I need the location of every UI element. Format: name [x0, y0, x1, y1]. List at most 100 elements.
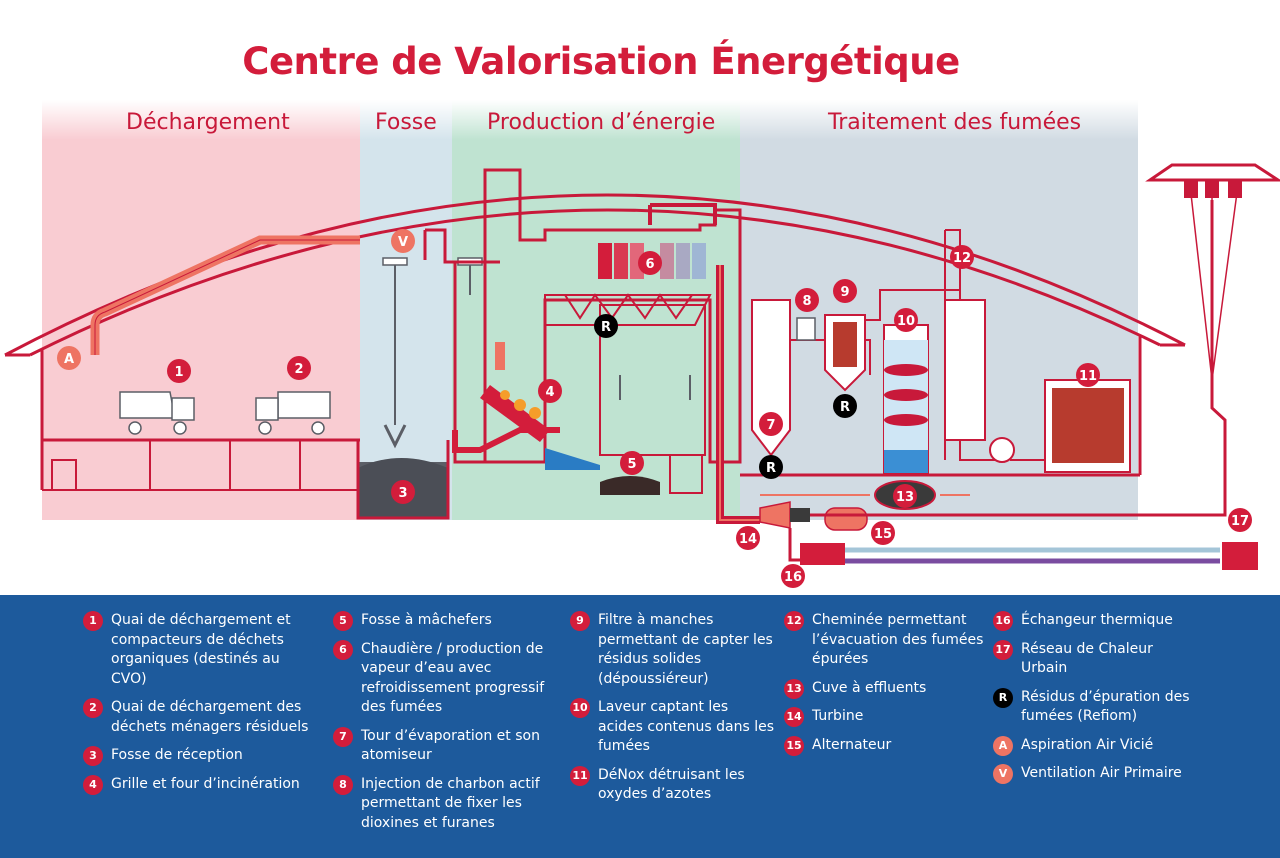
- legend-col-3: 9 Filtre à manches permettant de capter l…: [570, 611, 775, 814]
- legend-badge: 5: [333, 611, 353, 631]
- svg-text:7: 7: [766, 418, 775, 433]
- legend-badge: 11: [570, 765, 590, 786]
- marker-5: 5: [620, 451, 644, 475]
- legend-badge: 15: [784, 735, 804, 756]
- truck-2-icon: [255, 391, 331, 435]
- legend-badge: 7: [333, 726, 353, 747]
- truck-1-icon: [119, 391, 195, 435]
- legend-item: 5 Fosse à mâchefers: [333, 611, 553, 631]
- legend-col-1: 1 Quai de déchargement et compacteurs de …: [83, 611, 315, 803]
- section-fosse: Fosse: [375, 110, 437, 135]
- legend-item: 4 Grille et four d’incinération: [83, 774, 315, 795]
- section-traitement-fumees: Traitement des fumées: [828, 110, 1082, 135]
- legend-col-2: 5 Fosse à mâchefers 6 Chaudière / producti…: [333, 611, 553, 842]
- legend-text: Réseau de Chaleur Urbain: [1021, 640, 1153, 677]
- marker-1: 1: [167, 359, 191, 383]
- section-dechargement: Déchargement: [126, 110, 290, 135]
- svg-text:R: R: [766, 461, 776, 476]
- legend-badge: 6: [333, 639, 353, 660]
- marker-6: 6: [638, 251, 662, 275]
- svg-text:15: 15: [874, 527, 892, 542]
- marker-12: 12: [950, 245, 974, 269]
- evaporation-tower: [751, 299, 791, 457]
- legend-badge: 13: [784, 678, 804, 699]
- svg-text:1: 1: [174, 365, 183, 380]
- legend-item: 13 Cuve à effluents: [784, 678, 984, 699]
- legend-text: Alternateur: [812, 736, 892, 753]
- legend-text: Injection de charbon actif permettant de…: [361, 775, 540, 831]
- svg-text:12: 12: [953, 251, 971, 266]
- marker-2: 2: [287, 356, 311, 380]
- svg-text:17: 17: [1231, 514, 1249, 529]
- legend-item: 12 Cheminée permettant l’évacuation des f…: [784, 611, 984, 670]
- plant-diagram: 1 2 3 4 5 6 7 8 9 10 11 12 13 14 15 16 1…: [0, 100, 1280, 588]
- legend-text: Grille et four d’incinération: [111, 775, 300, 792]
- legend-text: Fosse de réception: [111, 747, 243, 763]
- legend-text: Quai de déchargement des déchets ménager…: [111, 699, 309, 735]
- marker-r-2: R: [759, 455, 783, 479]
- legend-badge: 8: [333, 774, 353, 795]
- legend-badge: R: [993, 687, 1013, 708]
- legend-item: 7 Tour d’évaporation et son atomiseur: [333, 726, 553, 766]
- svg-text:13: 13: [896, 490, 914, 505]
- legend-item: A Aspiration Air Vicié: [993, 735, 1193, 756]
- legend-text: Filtre à manches permettant de capter le…: [598, 612, 773, 687]
- legend-item: 1 Quai de déchargement et compacteurs de …: [83, 611, 315, 689]
- legend-text: Résidus d’épuration des fumées (Refiom): [1021, 688, 1190, 725]
- svg-text:3: 3: [398, 486, 407, 501]
- legend-text: Turbine: [812, 708, 864, 724]
- legend-item: 6 Chaudière / production de vapeur d’eau …: [333, 639, 553, 718]
- marker-14: 14: [736, 526, 760, 550]
- svg-text:10: 10: [897, 314, 915, 329]
- legend-badge: 1: [83, 611, 103, 631]
- legend-badge: 12: [784, 611, 804, 631]
- marker-8: 8: [795, 288, 819, 312]
- legend-text: Cuve à effluents: [812, 679, 927, 696]
- legend-badge: 3: [83, 746, 103, 766]
- pylon-icon: [1145, 163, 1280, 182]
- legend-text: Fosse à mâchefers: [361, 612, 492, 628]
- svg-text:A: A: [64, 352, 74, 367]
- svg-text:16: 16: [784, 570, 802, 585]
- zone-dechargement-bg: [42, 100, 360, 520]
- legend-text: Tour d’évaporation et son atomiseur: [361, 727, 540, 764]
- marker-r-3: R: [833, 394, 857, 418]
- legend-badge: 10: [570, 698, 590, 718]
- legend-item: 15 Alternateur: [784, 735, 984, 756]
- legend-text: Aspiration Air Vicié: [1021, 736, 1154, 753]
- marker-15: 15: [871, 521, 895, 545]
- marker-11: 11: [1076, 363, 1100, 387]
- marker-17: 17: [1228, 508, 1252, 532]
- heat-exchanger: [800, 543, 845, 565]
- legend: 1 Quai de déchargement et compacteurs de …: [0, 595, 1280, 858]
- legend-badge: A: [993, 735, 1013, 756]
- marker-a: A: [57, 346, 81, 370]
- legend-item: 9 Filtre à manches permettant de capter l…: [570, 611, 775, 689]
- marker-7: 7: [759, 412, 783, 436]
- legend-text: Cheminée permettant l’évacuation des fum…: [812, 612, 984, 667]
- radiator-icon: [1222, 542, 1258, 570]
- marker-16: 16: [781, 564, 805, 588]
- section-production-energie: Production d’énergie: [487, 110, 716, 135]
- legend-item: 16 Échangeur thermique: [993, 611, 1193, 631]
- svg-text:5: 5: [627, 457, 636, 472]
- marker-4: 4: [538, 379, 562, 403]
- legend-text: Quai de déchargement et compacteurs de d…: [111, 612, 291, 687]
- svg-text:2: 2: [294, 362, 303, 377]
- legend-text: Échangeur thermique: [1021, 612, 1173, 628]
- legend-badge: 17: [993, 639, 1013, 660]
- legend-badge: 16: [993, 611, 1013, 631]
- legend-col-4: 12 Cheminée permettant l’évacuation des f…: [784, 611, 984, 764]
- legend-text: Chaudière / production de vapeur d’eau a…: [361, 640, 545, 716]
- svg-text:11: 11: [1079, 369, 1097, 384]
- legend-col-5: 16 Échangeur thermique 17 Réseau de Chaleu…: [993, 611, 1193, 793]
- svg-text:9: 9: [840, 285, 849, 300]
- legend-text: DéNox détruisant les oxydes d’azotes: [598, 766, 745, 803]
- svg-text:R: R: [840, 400, 850, 415]
- legend-badge: 9: [570, 611, 590, 631]
- legend-badge: 4: [83, 774, 103, 795]
